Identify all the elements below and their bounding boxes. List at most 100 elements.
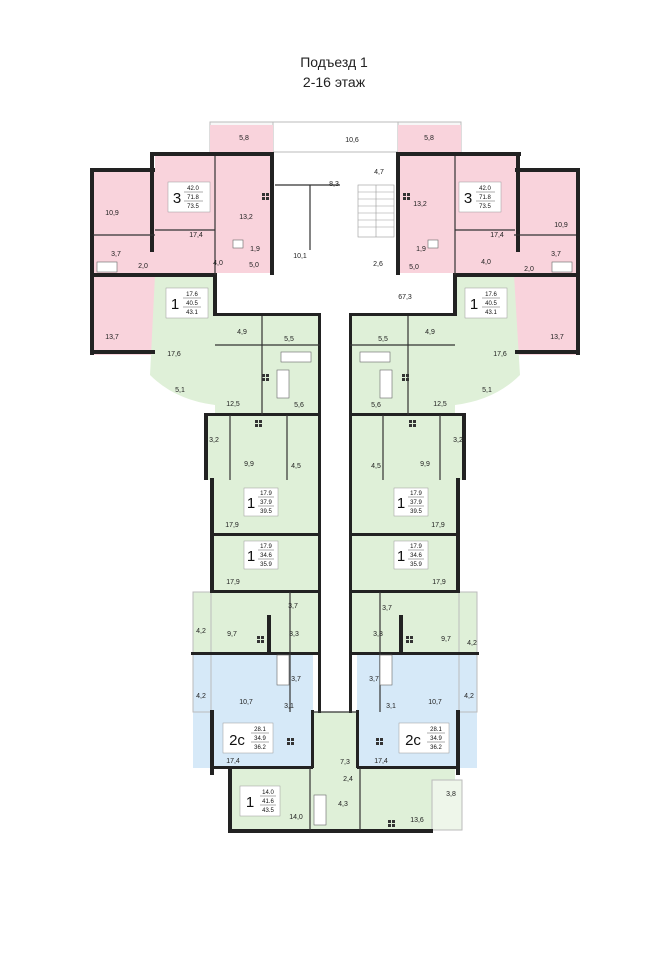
svg-text:71.8: 71.8 [187, 195, 199, 201]
svg-text:37.9: 37.9 [410, 500, 422, 506]
balcony-bottom [431, 779, 463, 831]
svg-text:13,7: 13,7 [550, 334, 564, 341]
svg-text:4,9: 4,9 [425, 329, 435, 336]
stove-icons [255, 193, 416, 827]
svg-text:4,2: 4,2 [464, 693, 474, 700]
svg-text:42.0: 42.0 [187, 186, 199, 192]
svg-text:7,3: 7,3 [340, 759, 350, 766]
apartment-3-labels: 4,9 5,5 17,6 5,1 12,5 5,6 1 17.6 40.5 43… [371, 287, 508, 409]
svg-text:34.6: 34.6 [410, 553, 422, 559]
svg-text:4,7: 4,7 [374, 169, 384, 176]
svg-text:34.9: 34.9 [254, 736, 266, 742]
svg-text:5,6: 5,6 [294, 402, 304, 409]
svg-text:17,9: 17,9 [226, 579, 240, 586]
svg-text:17,9: 17,9 [431, 522, 445, 529]
svg-text:17,4: 17,4 [374, 758, 388, 765]
svg-text:3,7: 3,7 [291, 676, 301, 683]
svg-text:5,1: 5,1 [175, 387, 185, 394]
svg-text:42.0: 42.0 [479, 186, 491, 192]
svg-text:17,6: 17,6 [167, 351, 181, 358]
svg-text:43.1: 43.1 [485, 310, 497, 316]
svg-text:13,2: 13,2 [413, 201, 427, 208]
svg-text:5,5: 5,5 [378, 336, 388, 343]
entrance-title: Подъезд 1 [300, 54, 368, 70]
apartment-9-labels: 4,2 10,7 3,7 3,1 17,4 2с 28.1 34.9 36.2 [369, 676, 474, 765]
svg-text:40.5: 40.5 [485, 301, 497, 307]
interior-partitions [93, 156, 576, 830]
svg-text:1: 1 [246, 794, 254, 811]
svg-text:43.5: 43.5 [262, 808, 274, 814]
svg-text:40.5: 40.5 [186, 301, 198, 307]
svg-text:10,9: 10,9 [105, 210, 119, 217]
sanitary-fixtures [96, 239, 573, 826]
apartment-1-labels: 5,8 13,2 1,9 5,0 4,0 2,0 3,7 10,9 17,4 1… [409, 135, 568, 341]
svg-text:17,6: 17,6 [493, 351, 507, 358]
svg-text:39.5: 39.5 [410, 509, 422, 515]
apartment-1room-mid-right [350, 415, 465, 480]
svg-text:4,9: 4,9 [237, 329, 247, 336]
svg-text:3,7: 3,7 [369, 676, 379, 683]
svg-text:2с: 2с [405, 732, 421, 749]
svg-text:17,4: 17,4 [226, 758, 240, 765]
svg-text:28.1: 28.1 [254, 727, 266, 733]
svg-text:73.5: 73.5 [479, 204, 491, 210]
svg-text:10,7: 10,7 [428, 699, 442, 706]
svg-text:10,7: 10,7 [239, 699, 253, 706]
apartment-1room-lower-right [350, 592, 477, 654]
svg-text:3,2: 3,2 [209, 437, 219, 444]
svg-text:3,1: 3,1 [386, 703, 396, 710]
svg-text:13,2: 13,2 [239, 214, 253, 221]
svg-text:41.6: 41.6 [262, 799, 274, 805]
svg-text:1: 1 [171, 296, 179, 313]
corridor-vertical [320, 315, 350, 712]
svg-text:12,5: 12,5 [226, 401, 240, 408]
svg-text:71.8: 71.8 [479, 195, 491, 201]
apartment-1room-mid-left [205, 415, 320, 480]
svg-text:1,9: 1,9 [250, 246, 260, 253]
walls [90, 152, 580, 833]
svg-text:10,1: 10,1 [293, 253, 307, 260]
svg-text:5,6: 5,6 [371, 402, 381, 409]
svg-text:9,7: 9,7 [227, 631, 237, 638]
svg-text:12,5: 12,5 [433, 401, 447, 408]
svg-text:3,3: 3,3 [373, 631, 383, 638]
svg-text:4,0: 4,0 [481, 259, 491, 266]
svg-text:17,9: 17,9 [225, 522, 239, 529]
svg-text:17.9: 17.9 [410, 491, 422, 497]
svg-text:9,9: 9,9 [420, 461, 430, 468]
svg-text:3,1: 3,1 [284, 703, 294, 710]
svg-text:2,0: 2,0 [524, 266, 534, 273]
svg-text:4,2: 4,2 [467, 640, 477, 647]
apartment-6-labels: 17,9 3,7 4,2 9,7 3,3 1 17.9 34.6 35.9 [196, 540, 299, 638]
svg-text:10,9: 10,9 [554, 222, 568, 229]
svg-text:35.9: 35.9 [260, 562, 272, 568]
svg-text:35.9: 35.9 [410, 562, 422, 568]
svg-text:5,5: 5,5 [284, 336, 294, 343]
svg-text:39.5: 39.5 [260, 509, 272, 515]
svg-text:4,0: 4,0 [213, 260, 223, 267]
fraction-lines [183, 191, 500, 806]
svg-text:17.6: 17.6 [186, 292, 198, 298]
svg-text:5,8: 5,8 [424, 135, 434, 142]
svg-text:1: 1 [397, 495, 405, 512]
svg-text:9,7: 9,7 [441, 636, 451, 643]
apartment-1room-bottom-hall [313, 712, 357, 768]
svg-text:1: 1 [247, 548, 255, 565]
svg-text:3,7: 3,7 [551, 251, 561, 258]
svg-text:3,2: 3,2 [453, 437, 463, 444]
svg-text:2,4: 2,4 [343, 776, 353, 783]
svg-text:36.2: 36.2 [254, 745, 266, 751]
apartment-10-labels: 7,3 2,4 4,3 14,0 13,6 3,8 1 14.0 41.6 43… [239, 759, 456, 824]
svg-text:17.6: 17.6 [485, 292, 497, 298]
svg-text:17,4: 17,4 [189, 232, 203, 239]
svg-text:5,0: 5,0 [409, 264, 419, 271]
apartment-2-labels: 4,9 5,5 17,6 5,1 12,5 5,6 1 17.6 40.5 43… [165, 287, 304, 409]
svg-text:2с: 2с [229, 732, 245, 749]
svg-text:1: 1 [470, 296, 478, 313]
svg-text:73.5: 73.5 [187, 204, 199, 210]
svg-text:17.9: 17.9 [260, 544, 272, 550]
svg-text:3: 3 [464, 190, 472, 207]
svg-text:4,3: 4,3 [338, 801, 348, 808]
apartment-7-labels: 17,9 3,7 4,2 9,7 3,3 1 17.9 34.6 35.9 [373, 540, 477, 647]
